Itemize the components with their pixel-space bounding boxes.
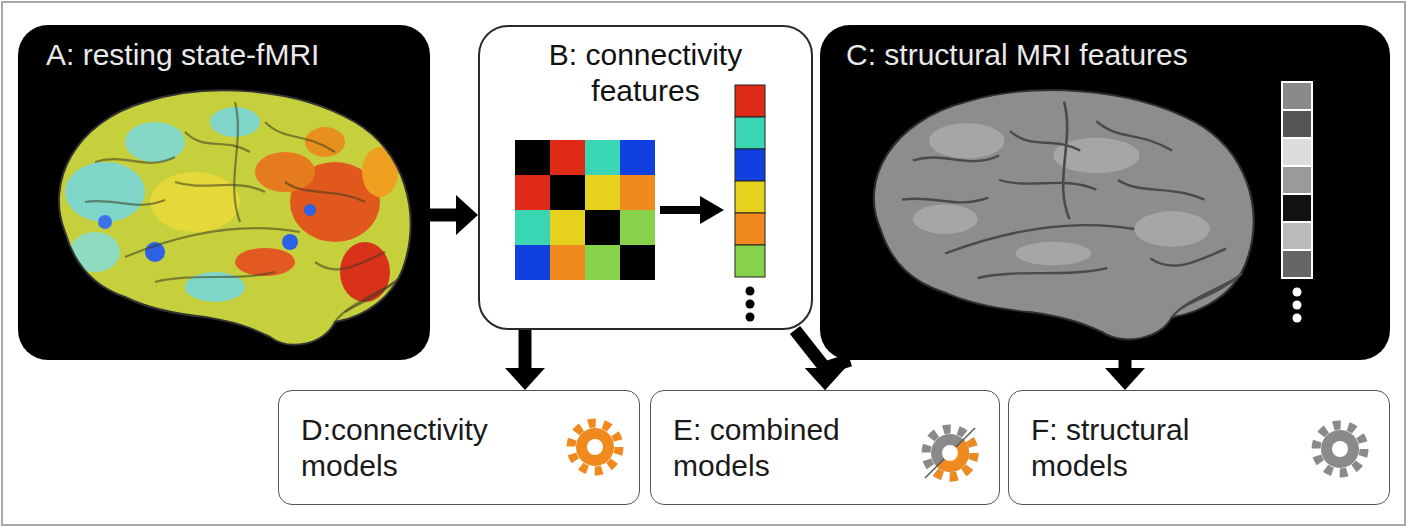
arrow-head xyxy=(805,368,845,390)
gear-icon xyxy=(925,428,975,478)
feature-vector xyxy=(735,85,765,277)
flow-arrow xyxy=(805,360,850,390)
arrow-head xyxy=(805,368,845,390)
structural-vector xyxy=(1282,82,1312,278)
node-label: F: structural models xyxy=(1031,412,1266,484)
arrow-head xyxy=(456,195,478,235)
gear-icon xyxy=(1316,425,1364,473)
arrow-shaft xyxy=(825,360,850,368)
flow-arrow xyxy=(795,330,845,390)
node-label: A: resting state-fMRI xyxy=(46,37,319,73)
ellipsis-dots xyxy=(1293,288,1302,323)
node-label: D:connectivity models xyxy=(301,412,536,484)
model-box: D:connectivity models xyxy=(278,390,640,505)
flatten-arrow xyxy=(660,196,724,224)
node-label: E: combined models xyxy=(673,412,908,484)
flow-arrow xyxy=(505,330,545,390)
flow-arrow xyxy=(1105,360,1145,390)
arrow-shaft xyxy=(795,330,825,368)
ellipsis-dots xyxy=(746,287,755,322)
connectivity-matrix xyxy=(515,140,655,280)
arrow-shaft xyxy=(519,330,532,368)
fmri-brain xyxy=(35,82,435,362)
node-label: B: connectivity features xyxy=(521,37,771,109)
model-box: F: structural models xyxy=(1008,390,1390,505)
feature-panel: B: connectivity features xyxy=(478,25,813,330)
model-box: E: combined models xyxy=(650,390,1000,505)
node-label: C: structural MRI features xyxy=(846,37,1188,73)
arrow-shaft xyxy=(1119,360,1132,368)
image-panel: C: structural MRI features xyxy=(820,25,1390,360)
arrow-head xyxy=(1105,368,1145,390)
structural-brain xyxy=(874,90,1254,339)
gear-icon xyxy=(571,423,619,471)
arrow-head xyxy=(505,368,545,390)
arrow-shaft xyxy=(430,209,456,222)
image-panel: A: resting state-fMRI xyxy=(18,25,430,360)
flow-arrow xyxy=(430,195,478,235)
